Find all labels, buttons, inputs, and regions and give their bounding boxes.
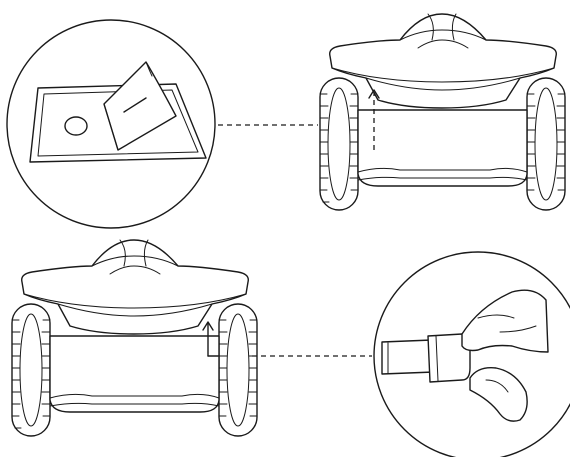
plug-detail-panel [373,251,570,457]
mower-top [319,13,566,211]
arrow-up-icon [202,321,219,357]
open-manual-icon [29,61,207,163]
detail-circle [6,19,216,229]
detail-circle [373,251,570,457]
arrow-up-icon [368,89,380,150]
manual-detail-panel [6,19,216,229]
mower-bottom [11,239,258,437]
hand-plug-icon [381,289,549,422]
